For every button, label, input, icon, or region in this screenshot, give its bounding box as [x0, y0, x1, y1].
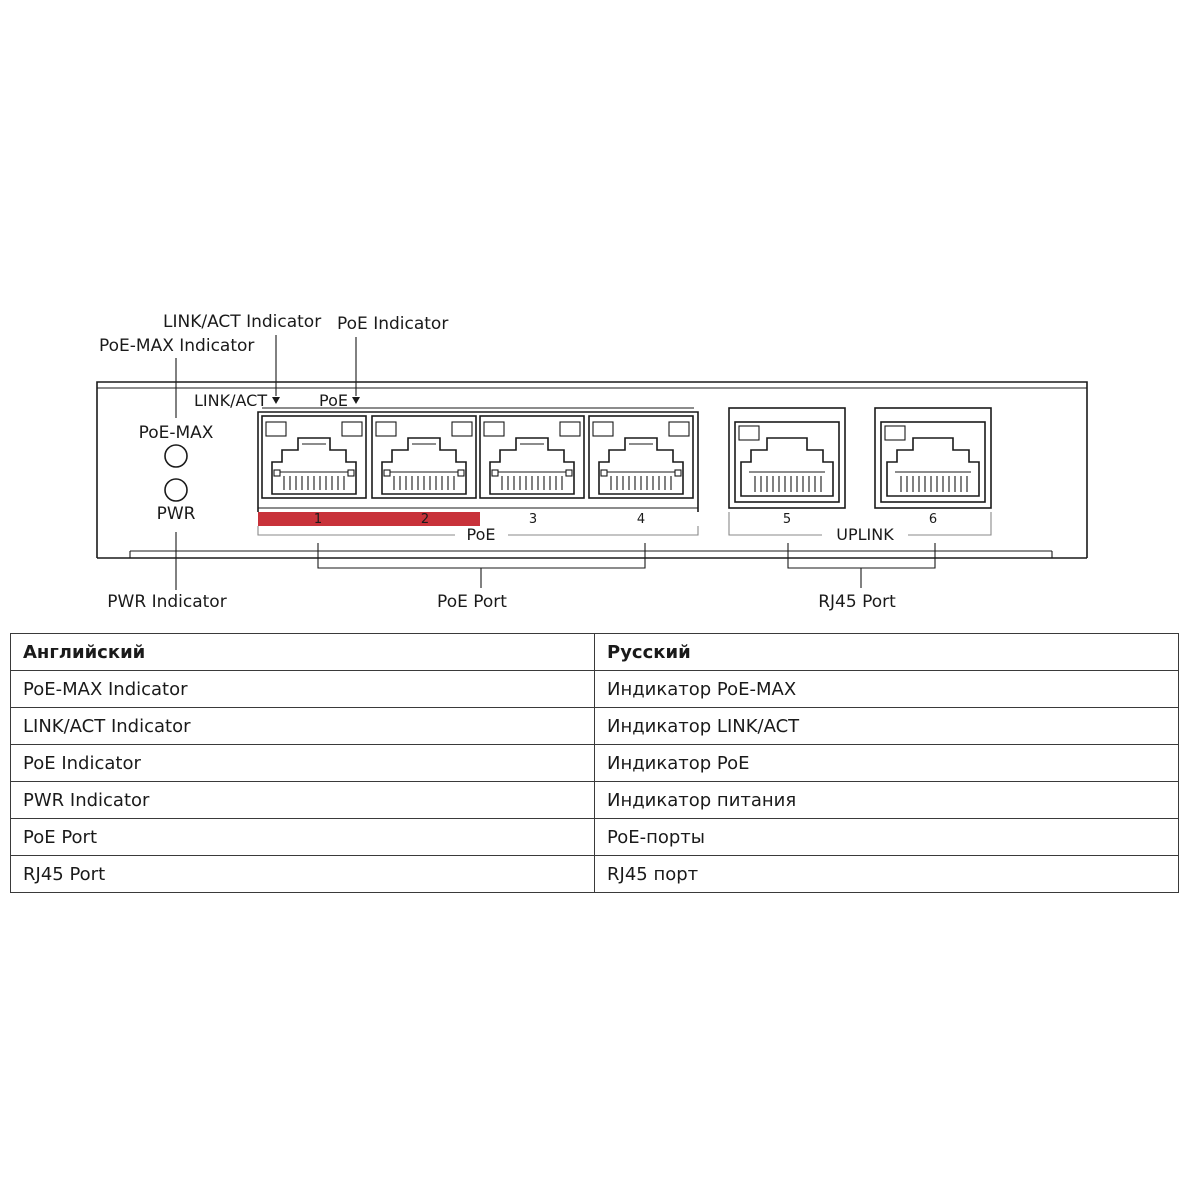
port-number-6: 6: [929, 512, 937, 527]
table-cell-english: PoE Port: [10, 818, 595, 856]
rj45-port-2: [371, 415, 477, 499]
poe-indicator-callout: PoE Indicator: [337, 314, 448, 334]
rj45-port-3: [479, 415, 585, 499]
rj45-port-1: [261, 415, 367, 499]
switch-chassis: [96, 381, 1088, 559]
table-header-row: Английский Русский: [10, 633, 1179, 671]
table-cell-russian: Индикатор PoE-MAX: [594, 670, 1179, 708]
table-cell-english: PWR Indicator: [10, 781, 595, 819]
table-row: RJ45 Port RJ45 порт: [10, 855, 1179, 893]
uplink-group-label: UPLINK: [836, 525, 894, 544]
status-leds: PoE-MAX PWR: [139, 423, 214, 524]
poe-max-ports-highlight: [258, 512, 480, 526]
port-number-4: 4: [637, 512, 645, 527]
poe-panel-label: PoE: [319, 391, 348, 410]
port-number-5: 5: [783, 512, 791, 527]
table-cell-russian: RJ45 порт: [594, 855, 1179, 893]
port-number-2: 2: [421, 512, 429, 527]
table-cell-english: LINK/ACT Indicator: [10, 707, 595, 745]
pwr-indicator-callout: PWR Indicator: [107, 592, 226, 612]
table-cell-english: RJ45 Port: [10, 855, 595, 893]
port-number-1: 1: [314, 512, 322, 527]
group-labels: PoE UPLINK: [257, 512, 992, 544]
poe-max-panel-label: PoE-MAX: [139, 423, 214, 443]
pwr-panel-label: PWR: [157, 504, 196, 524]
table-cell-russian: PoE-порты: [594, 818, 1179, 856]
rj45-port-5: [728, 407, 846, 509]
table-cell-russian: Индикатор PoE: [594, 744, 1179, 782]
column-header-english: Английский: [10, 633, 595, 671]
port-led-labels: LINK/ACT PoE: [194, 391, 360, 410]
table-cell-russian: Индикатор LINK/ACT: [594, 707, 1179, 745]
poe-max-indicator-callout: PoE-MAX Indicator: [99, 336, 254, 356]
table-cell-russian: Индикатор питания: [594, 781, 1179, 819]
poe-port-callout: PoE Port: [437, 592, 507, 612]
poe-port-block: [257, 407, 699, 512]
table-cell-english: PoE-MAX Indicator: [10, 670, 595, 708]
callouts: LINK/ACT Indicator PoE Indicator PoE-MAX…: [99, 312, 936, 612]
table-row: PWR Indicator Индикатор питания: [10, 781, 1179, 819]
poe-arrow-icon: [352, 397, 360, 404]
pwr-led: [164, 478, 188, 502]
link-act-panel-label: LINK/ACT: [194, 391, 267, 410]
rj45-port-6: [874, 407, 992, 509]
poe-max-led: [164, 444, 188, 468]
rj45-port-callout: RJ45 Port: [818, 592, 896, 612]
link-act-arrow-icon: [272, 397, 280, 404]
poe-group-label: PoE: [467, 525, 496, 544]
port-numbers: 1 2 3 4 5 6: [314, 512, 937, 527]
rj45-port-4: [588, 415, 694, 499]
column-header-russian: Русский: [594, 633, 1179, 671]
table-row: PoE Indicator Индикатор PoE: [10, 744, 1179, 782]
switch-front-panel-diagram: PoE-MAX PWR LINK/ACT PoE: [96, 312, 1088, 612]
port-number-3: 3: [529, 512, 537, 527]
link-act-indicator-callout: LINK/ACT Indicator: [163, 312, 321, 332]
table-row: PoE-MAX Indicator Индикатор PoE-MAX: [10, 670, 1179, 708]
translation-table: Английский Русский PoE-MAX Indicator Инд…: [10, 633, 1179, 893]
table-cell-english: PoE Indicator: [10, 744, 595, 782]
table-row: PoE Port PoE-порты: [10, 818, 1179, 856]
table-row: LINK/ACT Indicator Индикатор LINK/ACT: [10, 707, 1179, 745]
